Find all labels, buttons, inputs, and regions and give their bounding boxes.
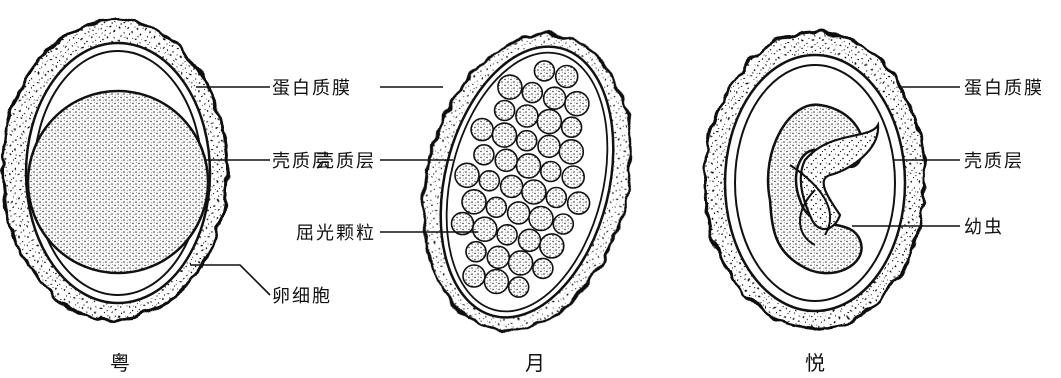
granule bbox=[484, 270, 508, 294]
egg-cell bbox=[28, 91, 208, 273]
caption-egg-3: 悦 bbox=[805, 351, 825, 375]
granule bbox=[516, 105, 538, 127]
fertilized-egg bbox=[3, 20, 227, 320]
granule bbox=[534, 61, 554, 81]
granule bbox=[479, 171, 499, 191]
granule bbox=[529, 207, 553, 231]
caption-egg-2: 月 bbox=[525, 351, 545, 375]
granule bbox=[568, 192, 590, 214]
granule bbox=[517, 131, 537, 151]
granule bbox=[562, 166, 584, 188]
granule bbox=[553, 214, 573, 234]
granule bbox=[492, 123, 516, 147]
captions: 粤 月 悦 bbox=[110, 351, 825, 375]
label-protein-coat: 蛋白质膜 bbox=[964, 78, 1044, 99]
granule bbox=[508, 202, 530, 224]
label-shell-layer: 壳质层 bbox=[964, 151, 1024, 172]
granule bbox=[540, 234, 564, 258]
granule bbox=[463, 265, 485, 287]
granule bbox=[497, 225, 517, 245]
granule bbox=[486, 197, 506, 217]
granule bbox=[546, 188, 566, 208]
labels: 蛋白质膜 壳质层 卵细胞 壳质层 屈光颗粒 蛋白质膜 壳质层 幼虫 bbox=[272, 78, 1044, 307]
label-egg-cell: 卵细胞 bbox=[272, 286, 332, 307]
granule bbox=[462, 190, 486, 214]
granule bbox=[522, 83, 542, 103]
granule bbox=[565, 92, 589, 116]
granule bbox=[495, 149, 517, 171]
granule bbox=[522, 180, 546, 204]
granule bbox=[466, 242, 486, 262]
granule bbox=[562, 117, 582, 137]
granule bbox=[509, 277, 529, 297]
larva-egg bbox=[705, 32, 925, 328]
granule bbox=[509, 251, 533, 275]
granule bbox=[541, 162, 561, 182]
granule bbox=[544, 87, 566, 109]
label-larva: 幼虫 bbox=[964, 217, 1004, 238]
unfertilized-egg bbox=[394, 12, 661, 351]
granule bbox=[533, 258, 553, 278]
granule bbox=[474, 145, 494, 165]
granule bbox=[473, 217, 497, 241]
granule bbox=[559, 140, 583, 164]
granule bbox=[517, 154, 541, 178]
granule bbox=[519, 229, 541, 251]
label-protein-coat: 蛋白质膜 bbox=[272, 78, 352, 99]
label-shell-layer: 壳质层 bbox=[316, 151, 376, 172]
granule bbox=[495, 101, 515, 121]
granule bbox=[538, 135, 560, 157]
granule bbox=[498, 75, 522, 99]
granule bbox=[501, 175, 523, 197]
granule bbox=[471, 119, 493, 141]
granule bbox=[537, 110, 561, 134]
caption-egg-1: 粤 bbox=[110, 351, 130, 375]
granule bbox=[455, 163, 479, 187]
granule bbox=[487, 246, 509, 268]
granule bbox=[556, 66, 578, 88]
label-refractive-granules: 屈光颗粒 bbox=[296, 223, 376, 244]
